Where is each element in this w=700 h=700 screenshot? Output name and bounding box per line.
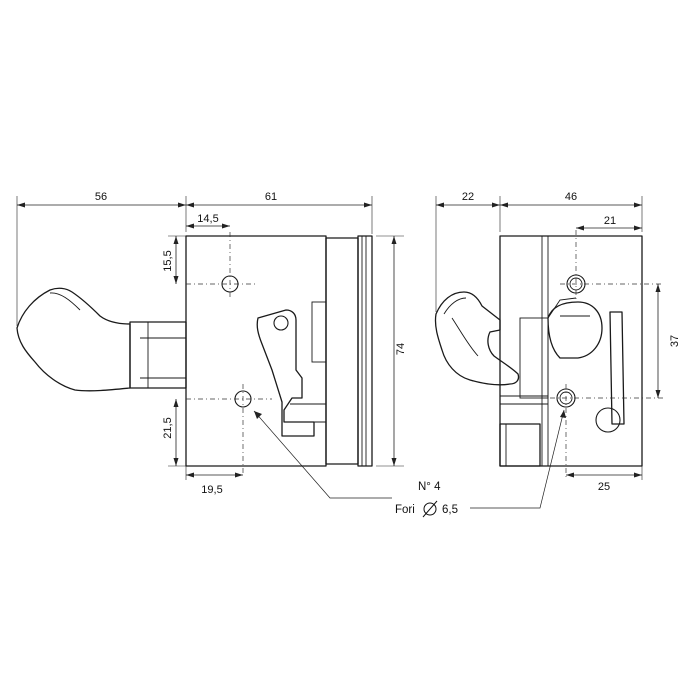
dim-21-5: 21,5 [162, 417, 174, 438]
left-note-leader [253, 410, 392, 499]
dim-19-5: 19,5 [201, 484, 222, 496]
right-handle-grip [434, 291, 520, 386]
right-latch-pin [595, 407, 621, 433]
left-body [185, 235, 327, 467]
dim-22: 22 [462, 191, 474, 203]
right-bottom-block [499, 423, 541, 467]
diameter-symbol-icon [422, 500, 438, 518]
note-holes-label: Fori [395, 504, 415, 516]
left-handle-grip [16, 287, 131, 392]
right-view: 22 46 21 37 25 [434, 191, 681, 509]
dim-21: 21 [604, 215, 616, 227]
dim-61: 61 [265, 191, 277, 203]
right-cam [547, 301, 603, 359]
right-latch-bar [609, 311, 625, 425]
dim-56: 56 [95, 191, 107, 203]
left-plate [325, 237, 359, 465]
dim-37: 37 [669, 335, 681, 347]
left-view: 56 61 14,5 15,5 21,5 19,5 [16, 191, 407, 499]
hole-note: N° 4 Fori 6,5 [395, 481, 458, 518]
note-diameter: 6,5 [442, 504, 458, 516]
note-count: N° 4 [418, 481, 441, 493]
left-plate-edge [357, 235, 373, 467]
dim-74: 74 [395, 343, 407, 355]
right-body [499, 235, 643, 467]
left-latch-lever [256, 309, 315, 437]
dim-46: 46 [565, 191, 577, 203]
left-handle-edge [49, 292, 81, 311]
right-note-leader [470, 409, 565, 509]
dim-15-5: 15,5 [162, 250, 174, 271]
dim-25: 25 [598, 481, 610, 493]
dim-14-5: 14,5 [197, 213, 218, 225]
